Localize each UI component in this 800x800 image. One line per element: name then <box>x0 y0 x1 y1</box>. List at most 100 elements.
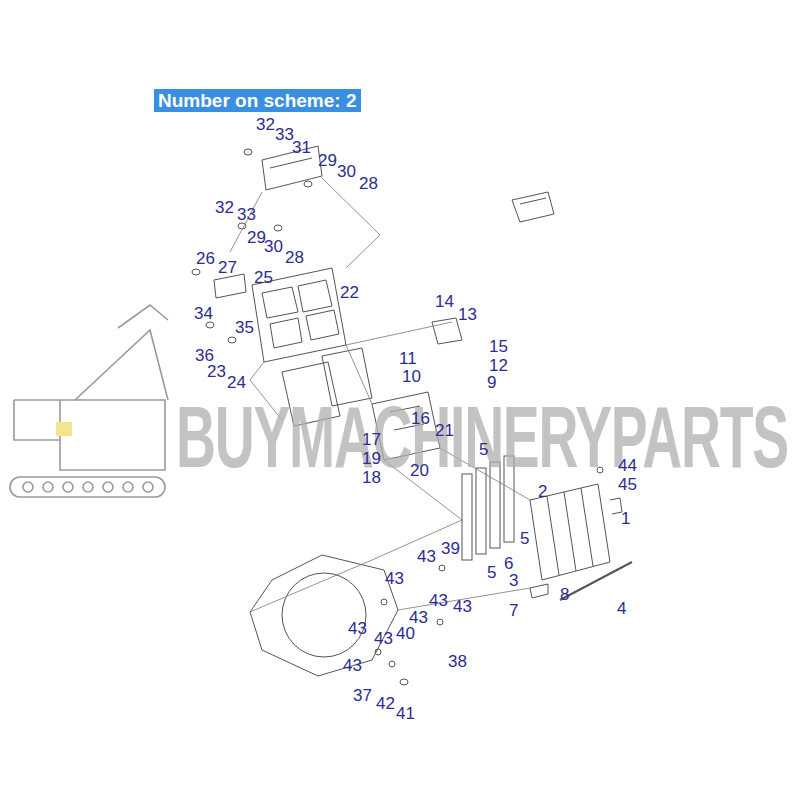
callout-number: 40 <box>396 625 415 642</box>
part-lines <box>270 158 312 168</box>
part-lines <box>610 498 622 514</box>
callout-number: 8 <box>560 586 569 603</box>
part-lines <box>512 192 554 222</box>
callout-number: 21 <box>435 422 454 439</box>
callout-number: 37 <box>353 687 372 704</box>
callout-number: 45 <box>618 476 637 493</box>
callout-number: 43 <box>409 609 428 626</box>
callout-number: 19 <box>362 450 381 467</box>
callout-number: 9 <box>487 374 496 391</box>
part-lines <box>298 280 332 312</box>
callout-number: 11 <box>399 350 417 367</box>
callout-number: 31 <box>292 139 311 156</box>
watermark-logo <box>10 305 168 497</box>
callout-number: 41 <box>396 705 415 722</box>
watermark-logo <box>63 482 73 492</box>
watermark-logo <box>103 482 113 492</box>
watermark-logo <box>123 482 133 492</box>
part-lines <box>432 318 462 344</box>
callout-number: 34 <box>194 305 213 322</box>
callout-number: 30 <box>264 238 283 255</box>
callout-number: 16 <box>411 410 430 427</box>
callout-number: 12 <box>489 357 508 374</box>
part-lines <box>375 649 381 655</box>
part-lines <box>437 619 443 625</box>
part-lines <box>530 484 610 580</box>
watermark-logo <box>56 422 72 436</box>
part-lines <box>206 322 214 328</box>
callout-number: 35 <box>235 319 254 336</box>
callout-number: 43 <box>429 592 448 609</box>
guide-lines <box>250 520 462 612</box>
watermark-logo <box>23 482 33 492</box>
callout-number: 28 <box>285 249 304 266</box>
part-lines <box>304 181 312 187</box>
watermark-logo <box>14 400 165 470</box>
callout-number: 14 <box>435 293 454 310</box>
callout-number: 43 <box>453 598 472 615</box>
callout-number: 43 <box>348 620 367 637</box>
callout-number: 2 <box>538 483 547 500</box>
callout-number: 1 <box>621 510 630 527</box>
callout-number: 26 <box>196 250 215 267</box>
callout-number: 42 <box>376 695 395 712</box>
part-lines <box>214 274 246 298</box>
callout-number: 36 <box>195 347 214 364</box>
callout-number: 3 <box>509 572 518 589</box>
callout-number: 32 <box>256 116 275 133</box>
callout-number: 18 <box>362 469 381 486</box>
callout-number: 43 <box>343 657 362 674</box>
callout-number: 10 <box>402 368 421 385</box>
callout-number: 15 <box>489 338 508 355</box>
callout-number: 20 <box>410 462 429 479</box>
watermark-text: BUYMACHINERYPARTS <box>176 393 788 481</box>
part-lines <box>389 661 395 667</box>
part-lines <box>520 198 546 204</box>
part-lines <box>244 149 252 155</box>
callout-number: 32 <box>215 199 234 216</box>
watermark-logo <box>75 330 168 400</box>
callout-number: 43 <box>417 548 436 565</box>
part-lines <box>270 318 302 348</box>
callout-number: 13 <box>458 306 477 323</box>
callout-number: 5 <box>520 530 529 547</box>
part-lines <box>439 565 445 571</box>
watermark-logo <box>143 482 153 492</box>
part-lines <box>564 492 576 571</box>
watermark-logo <box>43 482 53 492</box>
watermark-logo <box>10 477 165 497</box>
callout-number: 22 <box>340 284 359 301</box>
part-lines <box>530 584 548 598</box>
callout-number: 30 <box>337 163 356 180</box>
part-lines <box>560 562 632 600</box>
part-lines <box>192 269 200 275</box>
callout-number: 7 <box>509 602 518 619</box>
part-lines <box>462 474 472 560</box>
part-lines <box>547 496 559 575</box>
part-lines <box>228 337 236 343</box>
callout-number: 23 <box>207 363 226 380</box>
scheme-title: Number on scheme: 2 <box>154 89 361 112</box>
callout-number: 5 <box>487 564 496 581</box>
part-lines <box>252 268 346 362</box>
part-lines <box>581 488 593 566</box>
callout-number: 28 <box>359 175 378 192</box>
callout-number: 27 <box>218 259 237 276</box>
callout-number: 25 <box>254 269 273 286</box>
callout-number: 29 <box>247 229 266 246</box>
part-lines <box>274 225 282 231</box>
part-lines <box>306 310 339 340</box>
part-lines <box>381 599 387 605</box>
callout-number: 38 <box>448 653 467 670</box>
guide-lines <box>346 322 452 345</box>
callout-number: 39 <box>441 540 460 557</box>
callout-number: 5 <box>479 441 488 458</box>
callout-number: 33 <box>275 126 294 143</box>
callout-number: 24 <box>227 374 246 391</box>
watermark-logo <box>118 305 168 328</box>
part-lines <box>400 679 408 685</box>
callout-number: 44 <box>618 457 637 474</box>
callout-number: 17 <box>362 431 381 448</box>
callout-number: 33 <box>237 206 256 223</box>
watermark-logo <box>83 482 93 492</box>
